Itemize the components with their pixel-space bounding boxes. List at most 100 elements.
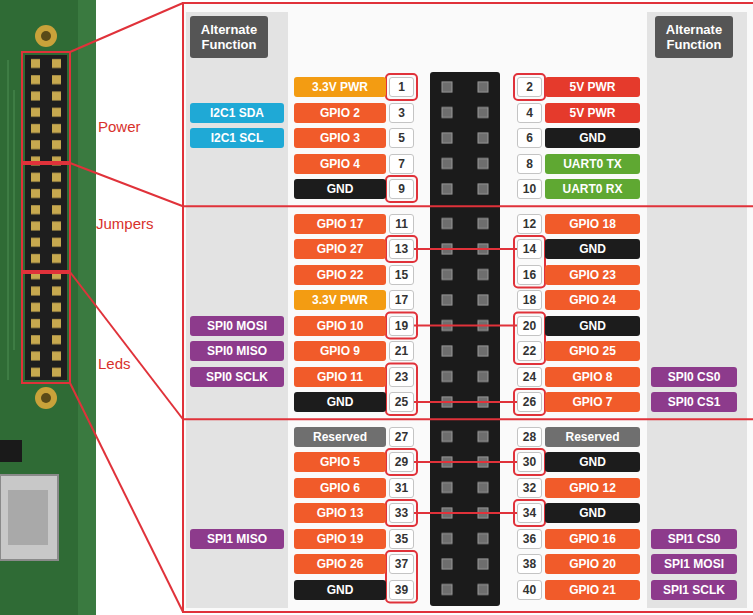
label-text: GPIO 27 [317, 242, 364, 256]
label-text: SPI0 SCLK [206, 370, 268, 384]
mounting-hole [41, 31, 51, 41]
pin-function-label: 3.3V PWR [294, 77, 386, 97]
pin-function-label: UART0 TX [545, 154, 640, 174]
label-text: SPI1 CS0 [668, 532, 721, 546]
label-text: 27 [395, 430, 408, 444]
pin-function-label: GPIO 6 [294, 478, 386, 498]
column-header: Alternate Function [655, 16, 733, 58]
label-text: 5V PWR [569, 80, 615, 94]
jumper-line [414, 512, 517, 514]
alt-function-label: I2C1 SCL [190, 128, 284, 148]
pin-highlights [386, 74, 545, 603]
pin-number: 18 [517, 290, 542, 310]
label-text: 7 [398, 157, 405, 171]
label-text: 21 [395, 344, 408, 358]
label-text: GPIO 20 [569, 557, 616, 571]
pin-function-label: GND [545, 239, 640, 259]
label-text: GPIO 21 [569, 583, 616, 597]
pin-number: 36 [517, 529, 542, 549]
pin-function-label: GPIO 17 [294, 214, 386, 234]
pin-function-label: GND [545, 128, 640, 148]
section-label: Leds [98, 355, 131, 372]
jumper-line [414, 401, 517, 403]
pin-highlight [514, 313, 545, 365]
column-header: Alternate Function [190, 16, 268, 58]
pin-function-label: GPIO 19 [294, 529, 386, 549]
label-text: 3.3V PWR [312, 80, 368, 94]
pin-function-label: GPIO 9 [294, 341, 386, 361]
pin-number: 11 [389, 214, 414, 234]
label-text: 6 [526, 131, 533, 145]
pin-function-label: GPIO 5 [294, 452, 386, 472]
label-text: SPI0 CS0 [668, 370, 721, 384]
pin-number: 28 [517, 427, 542, 447]
label-text: 31 [395, 481, 408, 495]
pin-number: 5 [389, 128, 414, 148]
pin-number: 4 [517, 103, 542, 123]
pin-number: 32 [517, 478, 542, 498]
zoom-line [70, 3, 183, 52]
label-text: 28 [523, 430, 536, 444]
label-text: GPIO 13 [317, 506, 364, 520]
mounting-hole [35, 25, 57, 47]
pin-function-label: GND [545, 503, 640, 523]
pin-function-label: GPIO 12 [545, 478, 640, 498]
pin-number: 17 [389, 290, 414, 310]
jumper-line [414, 248, 517, 250]
zoom-line [70, 163, 183, 206]
pin-number: 9 [389, 179, 414, 199]
label-text: 2 [526, 80, 533, 94]
pin-function-label: 3.3V PWR [294, 290, 386, 310]
label-text: 15 [395, 268, 408, 282]
pin-highlight [514, 236, 545, 288]
label-text: GPIO 7 [572, 395, 612, 409]
pin-highlight [514, 74, 545, 100]
pin-function-label: GPIO 3 [294, 128, 386, 148]
pin-function-label: GND [294, 392, 386, 412]
label-text: 23 [395, 370, 408, 384]
pin-function-label: GPIO 27 [294, 239, 386, 259]
board-trace [14, 90, 15, 350]
label-text: 17 [395, 293, 408, 307]
alt-function-column [186, 12, 288, 608]
pin-function-label: GPIO 11 [294, 367, 386, 387]
label-text: 32 [523, 481, 536, 495]
label-text: 9 [398, 182, 405, 196]
pin-number: 24 [517, 367, 542, 387]
section-label: Jumpers [96, 215, 154, 232]
pin-function-label: GND [545, 452, 640, 472]
label-text: 24 [523, 370, 536, 384]
label-text: GPIO 17 [317, 217, 364, 231]
jumper-line [414, 461, 517, 463]
pin-function-label: GND [294, 179, 386, 199]
label-text: 26 [523, 395, 536, 409]
board-header [25, 55, 67, 380]
label-text: GPIO 11 [317, 370, 363, 384]
mounting-hole [41, 393, 51, 403]
label-text: 38 [523, 557, 536, 571]
pin-number: 16 [517, 265, 542, 285]
label-text: SPI0 CS1 [668, 395, 721, 409]
label-text: 12 [523, 217, 536, 231]
label-text: GPIO 19 [317, 532, 364, 546]
pin-highlight [514, 449, 545, 475]
label-text: 11 [395, 217, 408, 231]
pin-number: 33 [389, 503, 414, 523]
header-pins [430, 74, 500, 202]
section-label: Power [98, 118, 141, 135]
alt-function-label: SPI0 CS1 [651, 392, 737, 412]
label-text: GND [327, 182, 354, 196]
label-text: 30 [523, 455, 536, 469]
label-text: GPIO 26 [317, 557, 364, 571]
label-text: UART0 TX [563, 157, 622, 171]
board-edge [78, 0, 96, 615]
pin-function-label: GPIO 20 [545, 554, 640, 574]
label-text: 4 [526, 106, 533, 120]
label-text: 16 [523, 268, 536, 282]
label-text: 33 [395, 506, 408, 520]
section-box [22, 52, 70, 162]
gpio-header [430, 72, 500, 606]
alt-function-label: SPI0 MOSI [190, 316, 284, 336]
pin-highlight [386, 236, 417, 262]
label-text: SPI1 MISO [207, 532, 267, 546]
